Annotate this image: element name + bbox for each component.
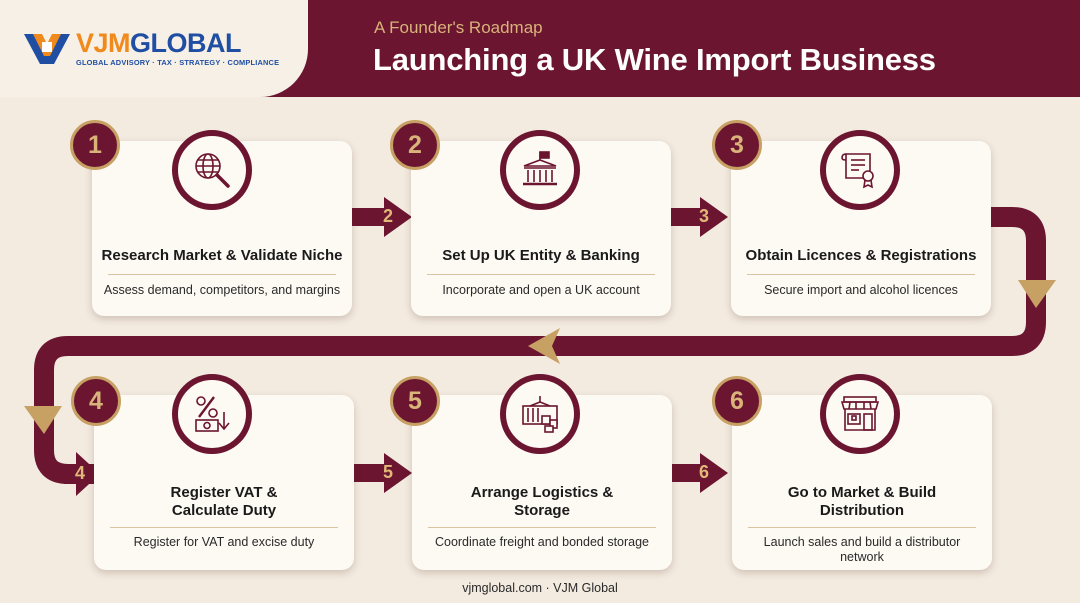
page-eyebrow: A Founder's Roadmap: [374, 18, 543, 37]
tax-percent-icon: [195, 396, 230, 432]
connector-arrow-5-6: [668, 453, 728, 493]
step-description: Coordinate freight and bonded storage: [434, 535, 650, 549]
step-title: Set Up UK Entity & Banking: [442, 247, 640, 264]
loop-arrow-down-left: [24, 406, 62, 434]
shipping-container-icon: [522, 396, 558, 433]
step-title: Obtain Licences & Registrations: [745, 247, 977, 264]
step-icon-ring-1: [172, 130, 252, 210]
step-badge-3: 3: [712, 120, 762, 170]
brand-tagline: GLOBAL ADVISORY · TAX · STRATEGY · COMPL…: [76, 58, 280, 67]
connector-label-3: 3: [698, 206, 709, 226]
step-badge-4: 4: [71, 376, 121, 426]
loop-arrow-down-right: [1018, 280, 1056, 308]
connector-label-6: 6: [698, 462, 709, 482]
step-title: Register VAT & Calculate Duty: [170, 484, 278, 519]
step-divider: [108, 274, 336, 275]
step-description: Register for VAT and excise duty: [133, 535, 315, 549]
step-title: Go to Market & Build Distribution: [787, 484, 937, 519]
step-icon-ring-2: [500, 130, 580, 210]
connector-label-5: 5: [382, 462, 393, 482]
step-divider: [110, 527, 338, 528]
step-divider: [747, 274, 975, 275]
step-badge-2: 2: [390, 120, 440, 170]
brand-name: VJMGLOBAL: [76, 28, 242, 58]
step-badge-6: 6: [712, 376, 762, 426]
step-description: Secure import and alcohol licences: [764, 283, 958, 297]
connector-arrow-4-5: [352, 453, 412, 493]
step-icon-ring-4: [172, 374, 252, 454]
connector-label-2: 2: [382, 206, 393, 226]
step-description: Launch sales and build a distributor net…: [763, 535, 961, 564]
bank-building-icon: [523, 151, 557, 186]
step-icon-ring-5: [500, 374, 580, 454]
logo-icon: [24, 34, 70, 64]
footer-credit: vjmglobal.com · VJM Global: [462, 581, 618, 595]
step-title: Research Market & Validate Niche: [101, 247, 343, 264]
step-description: Assess demand, competitors, and margins: [103, 283, 341, 297]
step-divider: [428, 527, 656, 528]
connector-arrow-1-2: [352, 197, 412, 237]
step-icon-ring-3: [820, 130, 900, 210]
page-title: Launching a UK Wine Import Business: [373, 42, 936, 77]
step-badge-1: 1: [70, 120, 120, 170]
connector-arrow-2-3: [668, 197, 728, 237]
storefront-icon: [840, 396, 880, 431]
step-title: Arrange Logistics & Storage: [470, 484, 614, 519]
certificate-icon: [841, 153, 874, 189]
globe-search-icon: [195, 153, 230, 188]
step-divider: [748, 527, 976, 528]
step-description: Incorporate and open a UK account: [442, 283, 640, 297]
connector-arrow-4-row: [64, 452, 100, 496]
step-badge-5: 5: [390, 376, 440, 426]
step-divider: [427, 274, 655, 275]
loop-arrow-left: [528, 328, 560, 364]
logo-panel: VJMGLOBAL GLOBAL ADVISORY · TAX · STRATE…: [0, 0, 308, 97]
step-icon-ring-6: [820, 374, 900, 454]
connector-label-4: 4: [74, 463, 85, 483]
